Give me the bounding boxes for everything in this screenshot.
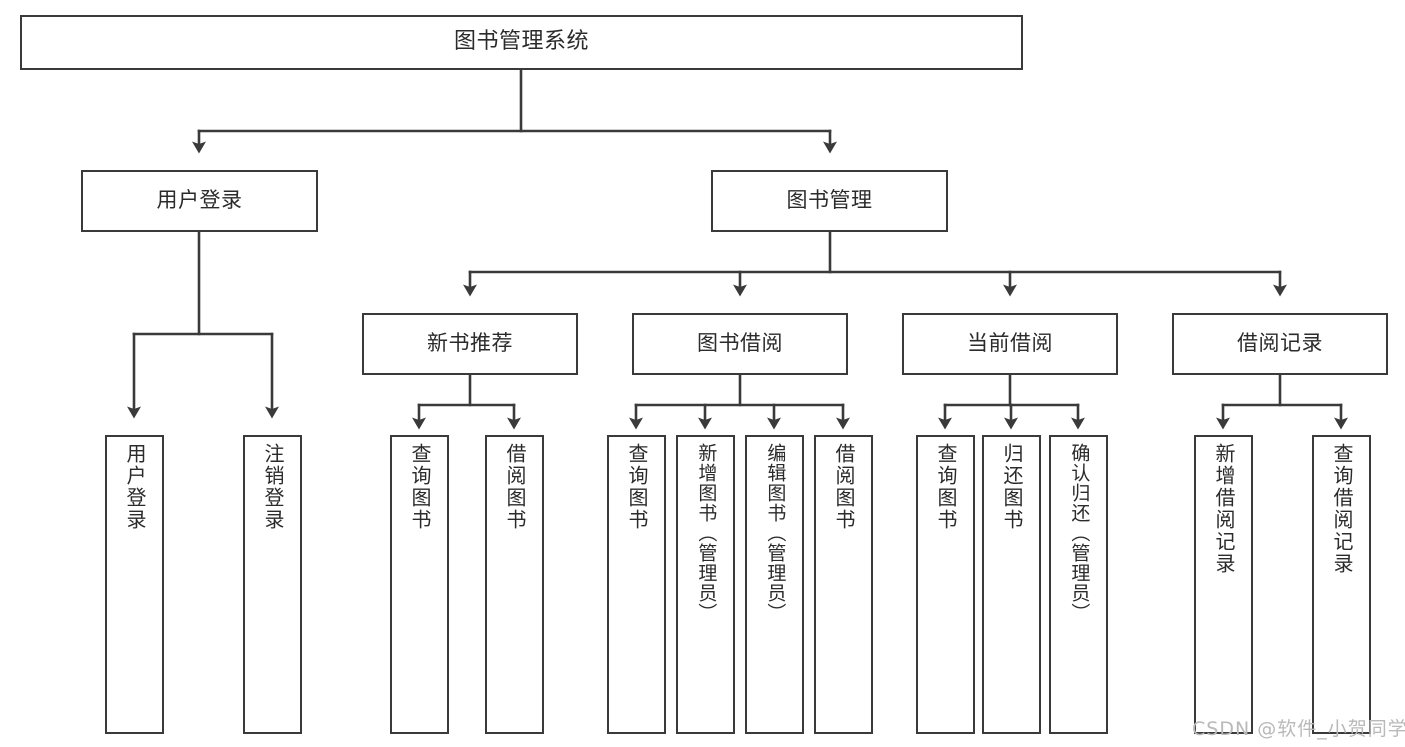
node-label: 查询借阅记录 — [1330, 443, 1354, 575]
node-book-management[interactable]: 图书管理 — [711, 170, 948, 232]
leaf-query-books-current[interactable]: 查询图书 — [916, 435, 975, 734]
node-label: 编辑图书（管理员） — [764, 443, 787, 623]
csdn-watermark: CSDN @软件_小贺同学 — [1192, 718, 1405, 740]
leaf-confirm-return-admin[interactable]: 确认归还（管理员） — [1049, 435, 1108, 734]
node-label: 查询图书 — [408, 443, 432, 531]
node-label: 借阅图书 — [503, 443, 527, 531]
node-label: 当前借阅 — [967, 331, 1053, 356]
leaf-add-book-admin[interactable]: 新增图书（管理员） — [676, 435, 735, 734]
node-new-book-recommendation[interactable]: 新书推荐 — [362, 313, 578, 375]
node-label: 借阅图书 — [832, 443, 856, 531]
node-label: 归还图书 — [1000, 443, 1024, 531]
node-label: 确认归还（管理员） — [1068, 443, 1091, 623]
node-book-borrowing[interactable]: 图书借阅 — [632, 313, 848, 375]
leaf-add-borrow-record[interactable]: 新增借阅记录 — [1194, 435, 1253, 734]
node-label: 新增借阅记录 — [1212, 443, 1236, 575]
node-label: 新书推荐 — [427, 331, 513, 356]
node-label: 新增图书（管理员） — [695, 443, 718, 623]
node-label: 图书管理 — [786, 188, 873, 213]
leaf-user-login[interactable]: 用户登录 — [105, 435, 164, 734]
node-user-login[interactable]: 用户登录 — [81, 170, 318, 232]
leaf-query-books-recommend[interactable]: 查询图书 — [390, 435, 449, 734]
leaf-query-borrow-record[interactable]: 查询借阅记录 — [1312, 435, 1371, 734]
leaf-query-books-borrow[interactable]: 查询图书 — [607, 435, 666, 734]
node-label: 查询图书 — [934, 443, 958, 531]
node-label: 图书借阅 — [697, 331, 783, 356]
leaf-logout[interactable]: 注销登录 — [243, 435, 302, 734]
node-label: 借阅记录 — [1237, 331, 1323, 356]
node-label: 注销登录 — [261, 443, 285, 531]
node-label: 用户登录 — [123, 443, 147, 531]
leaf-return-book[interactable]: 归还图书 — [982, 435, 1041, 734]
leaf-edit-book-admin[interactable]: 编辑图书（管理员） — [745, 435, 804, 734]
node-root-book-management-system[interactable]: 图书管理系统 — [20, 15, 1023, 70]
node-label: 图书管理系统 — [453, 29, 589, 55]
leaf-borrow-books-recommend[interactable]: 借阅图书 — [485, 435, 544, 734]
node-current-borrowing[interactable]: 当前借阅 — [902, 313, 1118, 375]
leaf-borrow-book[interactable]: 借阅图书 — [814, 435, 873, 734]
node-label: 用户登录 — [156, 188, 243, 213]
node-borrowing-record[interactable]: 借阅记录 — [1172, 313, 1388, 375]
node-label: 查询图书 — [625, 443, 649, 531]
